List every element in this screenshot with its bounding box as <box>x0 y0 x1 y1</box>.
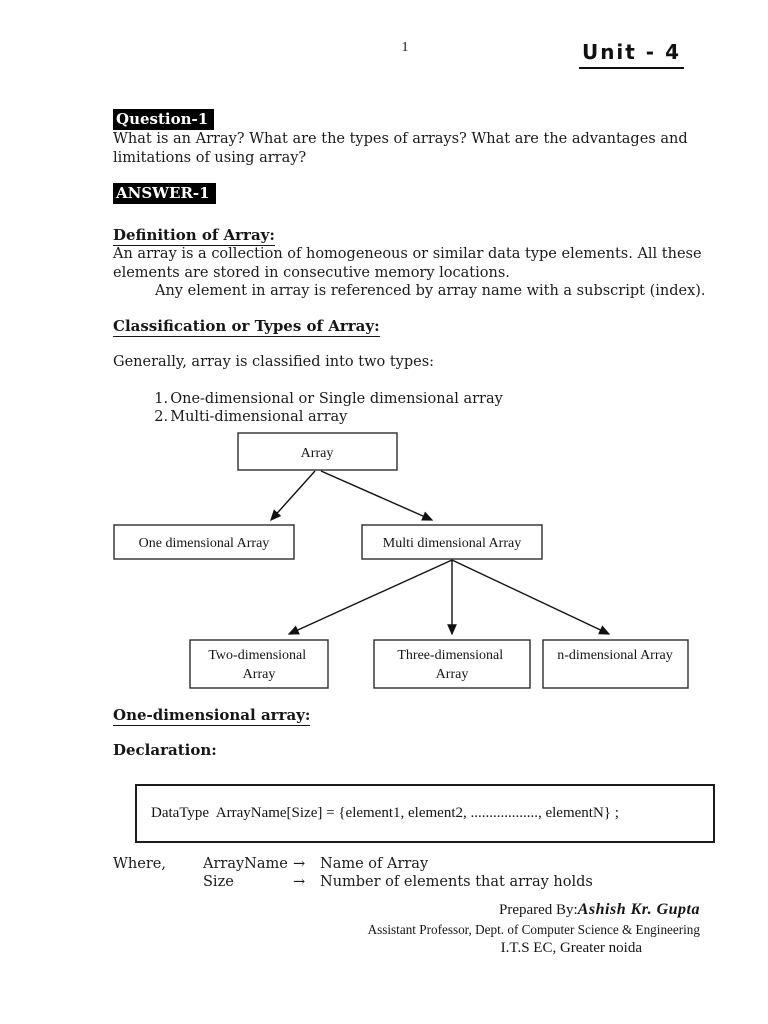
where-label: Where, <box>113 856 166 872</box>
diagram-arrow-multi-to-two <box>287 559 453 635</box>
list-item-text: Multi-dimensional array <box>170 408 348 425</box>
svg-text:Array: Array <box>301 446 334 461</box>
where-term: ArrayName <box>203 856 288 872</box>
where-term: Size <box>203 874 234 890</box>
footer-institution: I.T.S EC, Greater noida <box>500 940 642 956</box>
definition-line: An array is a collection of homogeneous … <box>113 246 702 262</box>
where-row: Size → Number of elements that array holds <box>113 874 593 890</box>
declaration-code: DataType ArrayName[Size] = {element1, el… <box>151 805 619 821</box>
svg-text:Three-dimensional Array: Three-dimensional Array <box>397 648 506 682</box>
question-text-line: What is an Array? What are the types of … <box>113 131 688 147</box>
list-item-number: 2. <box>154 408 169 425</box>
footer: Prepared By:Ashish Kr. Gupta Assistant P… <box>368 901 700 957</box>
declaration-box: DataType ArrayName[Size] = {element1, el… <box>135 784 715 843</box>
question-text: What is an Array? What are the types of … <box>113 130 688 167</box>
definition-indented-line: Any element in array is referenced by ar… <box>155 283 706 299</box>
one-dimensional-heading: One-dimensional array: <box>113 706 311 726</box>
diagram-box-array: Array <box>237 432 398 471</box>
where-row: Where, ArrayName → Name of Array <box>113 856 428 872</box>
diagram-box-three-dimensional: Three-dimensional Array <box>373 639 531 689</box>
question-label: Question-1 <box>113 109 215 130</box>
footer-signature: Ashish Kr. Gupta <box>577 901 700 918</box>
diagram-box-multi-dimensional: Multi dimensional Array <box>361 524 543 560</box>
right-arrow-icon: → <box>293 856 306 872</box>
list-item: 1.One-dimensional or Single dimensional … <box>145 371 503 408</box>
definition-heading: Definition of Array: <box>113 226 275 246</box>
diagram-box-two-dimensional: Two-dimensional Array <box>189 639 329 689</box>
unit-title: Unit - 4 <box>578 40 684 69</box>
array-classification-diagram: Array One dimensional Array Multi dimens… <box>113 432 689 689</box>
definition-paragraph: An array is a collection of homogeneous … <box>113 245 702 282</box>
svg-text:n-dimensional Array: n-dimensional Array <box>557 648 672 663</box>
question-text-line: limitations of using array? <box>113 149 307 166</box>
answer-label: ANSWER-1 <box>113 183 216 204</box>
classification-heading: Classification or Types of Array: <box>113 317 380 337</box>
where-desc: Number of elements that array holds <box>320 874 593 890</box>
list-item: 2.Multi-dimensional array <box>145 389 347 426</box>
where-desc: Name of Array <box>320 856 429 872</box>
right-arrow-icon: → <box>293 874 306 890</box>
footer-role: Assistant Professor, Dept. of Computer S… <box>367 922 700 937</box>
diagram-box-one-dimensional: One dimensional Array <box>113 524 295 560</box>
declaration-label: Declaration: <box>113 741 217 759</box>
list-item-number: 1. <box>154 390 169 407</box>
svg-text:One dimensional Array: One dimensional Array <box>139 536 270 551</box>
page-number: 1 <box>401 40 409 55</box>
footer-prepared-by: Prepared By: <box>498 902 578 918</box>
list-item-text: One-dimensional or Single dimensional ar… <box>170 390 503 407</box>
svg-text:Two-dimensional Array: Two-dimensional Array <box>208 648 309 682</box>
diagram-arrow-multi-to-n <box>451 559 611 635</box>
diagram-arrow-root-to-one <box>270 470 316 522</box>
diagram-box-n-dimensional: n-dimensional Array <box>542 639 689 689</box>
classification-intro: Generally, array is classified into two … <box>113 354 435 370</box>
footer-prepared-line: Prepared By:Ashish Kr. Gupta <box>368 901 700 919</box>
svg-text:Multi dimensional Array: Multi dimensional Array <box>383 536 521 551</box>
definition-line: elements are stored in consecutive memor… <box>113 264 510 281</box>
diagram-arrow-root-to-multi <box>320 470 434 521</box>
